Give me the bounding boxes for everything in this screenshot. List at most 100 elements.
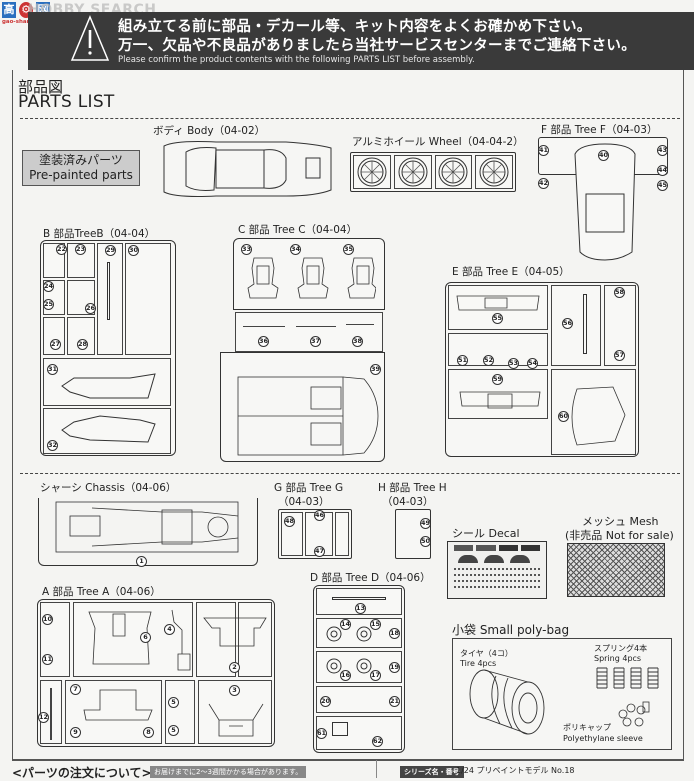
prepainted-en: Pre-painted parts bbox=[29, 168, 133, 182]
part-number: 49 bbox=[420, 518, 431, 529]
part-number: 25 bbox=[43, 299, 54, 310]
part-number: 4 bbox=[164, 624, 175, 635]
part-number: 31 bbox=[47, 364, 58, 375]
divider bbox=[20, 473, 680, 474]
decal-item bbox=[510, 555, 530, 563]
tree-d-label: D 部品 Tree D（04-06） bbox=[310, 572, 431, 584]
part-number: 32 bbox=[47, 440, 58, 451]
parts-14-15-drawing bbox=[326, 626, 372, 642]
tree-c-label: C 部品 Tree C（04-04） bbox=[238, 224, 358, 236]
part-number: 33 bbox=[241, 244, 252, 255]
part-number: 55 bbox=[492, 313, 503, 324]
part-4-drawing bbox=[171, 609, 191, 671]
part-number: 37 bbox=[310, 336, 321, 347]
wheel-tree bbox=[350, 152, 516, 192]
tree-a-cell bbox=[238, 602, 272, 677]
series-tag: シリーズ名・番号 bbox=[400, 766, 464, 778]
part-number: 7 bbox=[70, 684, 81, 695]
decal-item bbox=[484, 555, 504, 563]
tree-a-cell bbox=[165, 680, 195, 744]
order-heading: <パーツの注文について> bbox=[12, 766, 152, 780]
body-drawing bbox=[163, 141, 332, 197]
part-number: 8 bbox=[143, 727, 154, 738]
part-number: 29 bbox=[105, 245, 116, 256]
tree-e-cell bbox=[551, 285, 601, 366]
part-number: 60 bbox=[558, 411, 569, 422]
part-29-drawing bbox=[107, 262, 110, 320]
polybag-label: 小袋 Small poly-bag bbox=[452, 623, 570, 637]
part-number: 28 bbox=[77, 339, 88, 350]
part-number: 45 bbox=[657, 180, 668, 191]
tree-d-cell bbox=[316, 686, 402, 713]
part-number: 5 bbox=[168, 725, 179, 736]
divider bbox=[20, 118, 680, 119]
part-number: 6 bbox=[140, 632, 151, 643]
part-number: 62 bbox=[372, 736, 383, 747]
mesh-sublabel: (非売品 Not for sale) bbox=[565, 529, 674, 542]
tree-b-label: B 部品TreeB（04-04） bbox=[43, 228, 156, 240]
part-36-drawing bbox=[243, 326, 285, 327]
decal-row bbox=[448, 542, 546, 554]
part-13-drawing bbox=[332, 597, 386, 600]
title-jp: 部品図 bbox=[18, 78, 64, 96]
part-59-drawing bbox=[459, 391, 541, 409]
series-value: 1/24 プリペイントモデル No.18 bbox=[456, 766, 575, 775]
part-number: 48 bbox=[284, 516, 295, 527]
polybag-box bbox=[452, 638, 672, 750]
tree-h-label: H 部品 Tree H bbox=[378, 482, 447, 494]
tree-b-cell bbox=[125, 243, 171, 355]
tree-d-cell bbox=[316, 618, 402, 648]
polycap-drawing bbox=[618, 701, 650, 727]
part-number: 57 bbox=[614, 350, 625, 361]
warning-line-2: 万一、欠品や不良品がありましたら当社サービスセンターまでご連絡下さい。 bbox=[118, 38, 636, 54]
part-number: 56 bbox=[562, 318, 573, 329]
part-number: 15 bbox=[370, 619, 381, 630]
part-number: 44 bbox=[657, 165, 668, 176]
parts-16-17-drawing bbox=[326, 658, 372, 674]
warning-triangle-icon bbox=[70, 15, 110, 61]
tire-label-en: Tire 4pcs bbox=[460, 659, 497, 668]
part-number: 30 bbox=[128, 245, 139, 256]
decal-row bbox=[454, 586, 540, 588]
wheel-part bbox=[353, 155, 391, 189]
part-number: 13 bbox=[355, 603, 366, 614]
part-32-drawing bbox=[61, 415, 156, 443]
decal-item bbox=[520, 545, 540, 551]
part-number: 2 bbox=[229, 662, 240, 673]
tree-d-cell bbox=[316, 651, 402, 683]
part-number: 11 bbox=[42, 654, 53, 665]
logo-url: gao-shan.com bbox=[2, 19, 46, 25]
part-number: 41 bbox=[538, 145, 549, 156]
tree-f-label: F 部品 Tree F（04-03） bbox=[541, 124, 658, 136]
part-number: 12 bbox=[38, 712, 49, 723]
mesh-label: メッシュ Mesh bbox=[582, 515, 659, 528]
tree-h-runner bbox=[395, 509, 431, 559]
part-31-drawing bbox=[61, 373, 156, 399]
tree-d-cell bbox=[316, 716, 402, 750]
part-39-drawing bbox=[237, 376, 379, 456]
spring-label-en: Spring 4pcs bbox=[594, 654, 642, 663]
part-number: 54 bbox=[527, 358, 538, 369]
spring-label-jp: スプリング4本 bbox=[594, 644, 648, 653]
part-61-drawing bbox=[332, 722, 348, 736]
decal-label: シール Decal bbox=[452, 527, 520, 540]
part-number: 18 bbox=[389, 628, 400, 639]
tree-c-cell bbox=[235, 312, 383, 352]
tree-a-cell bbox=[40, 602, 70, 677]
page-title: PARTS LIST bbox=[18, 92, 115, 112]
part-number: 21 bbox=[389, 696, 400, 707]
tree-a-label: A 部品 Tree A（04-06） bbox=[42, 586, 161, 598]
decal-sheet bbox=[447, 541, 547, 599]
part-number: 59 bbox=[492, 374, 503, 385]
wheel-label: アルミホイール Wheel（04-04-2） bbox=[352, 136, 524, 148]
part-number: 46 bbox=[314, 510, 325, 521]
part-number: 1 bbox=[136, 556, 147, 567]
tree-b-cell bbox=[97, 243, 123, 355]
seat-drawings bbox=[247, 257, 376, 299]
prepainted-jp: 塗装済みパーツ bbox=[39, 153, 123, 167]
part-number: 40 bbox=[598, 150, 609, 161]
part-number: 22 bbox=[56, 244, 67, 255]
part-number: 36 bbox=[258, 336, 269, 347]
part-number: 39 bbox=[370, 364, 381, 375]
part-3-drawing bbox=[208, 703, 264, 737]
